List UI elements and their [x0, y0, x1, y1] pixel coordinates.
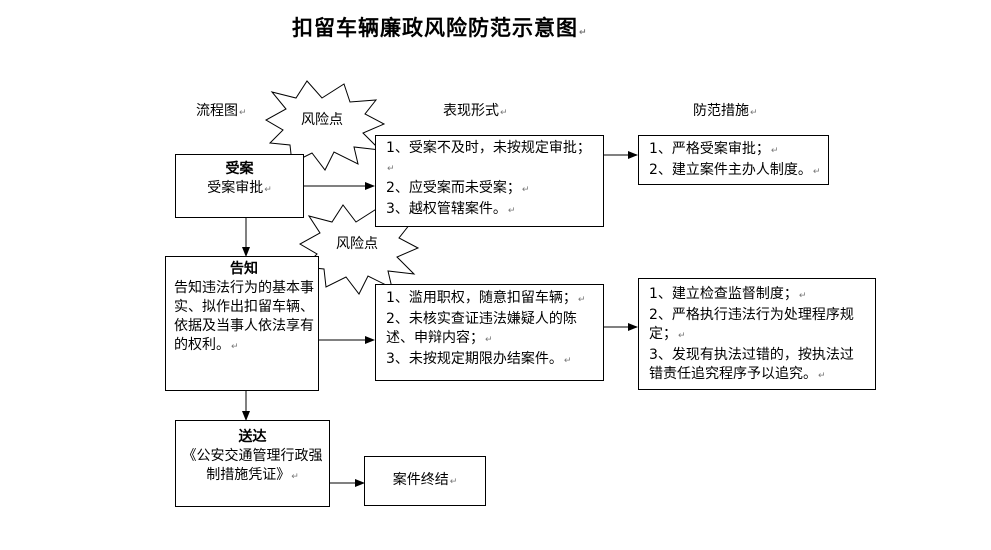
step-accept-body: 受案审批 [207, 180, 264, 196]
risk-burst-1 [264, 80, 386, 171]
step-accept-box: 受案 受案审批↵ [175, 154, 304, 218]
step-close-body: 案件终结 [392, 472, 449, 488]
title-text: 扣留车辆廉政风险防范示意图 [292, 16, 578, 40]
measure-accept-box: 1、严格受案审批；↵ 2、建立案件主办人制度。↵ [638, 135, 829, 185]
risk-form-accept-item-2: 2、应受案而未受案；↵ [386, 180, 530, 196]
paragraph-mark: ↵ [449, 477, 458, 487]
risk-form-notify-box: 1、滥用职权，随意扣留车辆；↵ 2、未核实查证违法嫌疑人的陈述、申辩内容；↵ 3… [375, 284, 604, 381]
step-notify-head: 告知 [230, 261, 258, 277]
column-header-measures: 防范措施↵ [693, 100, 758, 120]
measure-notify-item-1: 1、建立检查监督制度；↵ [649, 286, 807, 302]
column-header-form: 表现形式↵ [443, 100, 508, 120]
column-header-flow: 流程图↵ [196, 100, 247, 120]
paragraph-mark: ↵ [231, 342, 239, 352]
paragraph-mark: ↵ [239, 108, 247, 118]
risk-form-accept-item-1: 1、受案不及时，未按规定审批；↵ [386, 140, 591, 174]
measure-accept-item-1: 1、严格受案审批；↵ [649, 141, 779, 157]
paragraph-mark: ↵ [291, 472, 299, 482]
step-serve-head: 送达 [238, 429, 267, 445]
column-header-flow-label: 流程图 [196, 103, 238, 119]
risk-form-accept-item-3: 3、越权管辖案件。↵ [386, 201, 516, 217]
step-serve-body: 《公安交通管理行政强制措施凭证》 [182, 448, 323, 483]
column-header-form-label: 表现形式 [443, 103, 499, 119]
step-notify-body: 告知违法行为的基本事实、拟作出扣留车辆、依据及当事人依法享有的权利。 [174, 280, 314, 353]
paragraph-mark: ↵ [500, 108, 508, 118]
step-accept-head: 受案 [225, 161, 254, 177]
paragraph-mark: ↵ [579, 28, 588, 38]
risk-form-accept-box: 1、受案不及时，未按规定审批；↵ 2、应受案而未受案；↵ 3、越权管辖案件。↵ [375, 135, 604, 227]
step-notify-box: 告知 告知违法行为的基本事实、拟作出扣留车辆、依据及当事人依法享有的权利。↵ [165, 256, 319, 391]
measure-notify-item-2: 2、严格执行违法行为处理程序规定；↵ [649, 307, 854, 342]
column-header-measures-label: 防范措施 [693, 103, 749, 119]
risk-form-notify-item-1: 1、滥用职权，随意扣留车辆；↵ [386, 290, 586, 306]
measure-notify-item-3: 3、发现有执法过错的，按执法过错责任追究程序予以追究。↵ [649, 347, 854, 382]
measure-accept-item-2: 2、建立案件主办人制度。↵ [649, 162, 821, 178]
paragraph-mark: ↵ [264, 185, 272, 195]
risk-burst-label-2: 风险点 [336, 236, 378, 252]
risk-burst-label-1: 风险点 [301, 112, 343, 128]
step-close-box: 案件终结↵ [364, 456, 486, 506]
paragraph-mark: ↵ [750, 108, 758, 118]
risk-form-notify-item-3: 3、未按规定期限办结案件。↵ [386, 351, 572, 367]
step-serve-box: 送达 《公安交通管理行政强制措施凭证》↵ [175, 420, 330, 507]
measure-notify-box: 1、建立检查监督制度；↵ 2、严格执行违法行为处理程序规定；↵ 3、发现有执法过… [638, 278, 876, 390]
risk-form-notify-item-2: 2、未核实查证违法嫌疑人的陈述、申辩内容；↵ [386, 311, 577, 346]
diagram-title: 扣留车辆廉政风险防范示意图↵ [292, 12, 588, 42]
